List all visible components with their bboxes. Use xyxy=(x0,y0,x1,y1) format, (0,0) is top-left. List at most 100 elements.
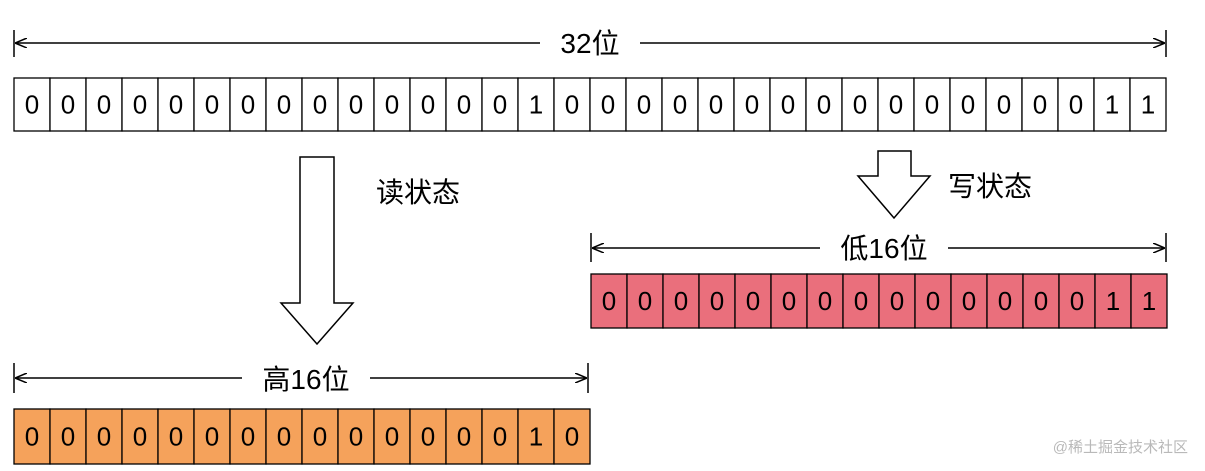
bit-cell: 0 xyxy=(301,77,339,132)
bit-cell: 0 xyxy=(445,408,483,465)
bit-cell: 0 xyxy=(373,77,411,132)
bit-value: 0 xyxy=(313,90,327,120)
bit-cell: 0 xyxy=(1057,77,1095,132)
bit-cell-box xyxy=(193,77,231,132)
bit-cell-box xyxy=(1130,273,1168,329)
watermark: @稀土掘金技术社区 xyxy=(1053,439,1188,456)
bit-cell: 0 xyxy=(590,273,628,329)
bit-value: 0 xyxy=(1069,90,1083,120)
bit-value: 0 xyxy=(421,90,435,120)
bit-cell: 0 xyxy=(373,408,411,465)
bit-cell: 0 xyxy=(337,77,375,132)
bit-cell: 0 xyxy=(1058,273,1096,329)
bit-cell-box xyxy=(770,273,808,329)
bit-cell-box xyxy=(85,408,123,465)
bit-cell: 1 xyxy=(1130,273,1168,329)
down-arrow-icon xyxy=(279,156,355,346)
bit-value: 1 xyxy=(1142,286,1156,316)
bit-value: 0 xyxy=(565,422,579,452)
bit-value: 0 xyxy=(746,286,760,316)
bit-cell: 0 xyxy=(661,77,699,132)
bit-cell: 0 xyxy=(769,77,807,132)
bit-value: 0 xyxy=(277,90,291,120)
bit-cell: 0 xyxy=(698,273,736,329)
bit-value: 0 xyxy=(926,286,940,316)
bit-value: 1 xyxy=(1141,90,1155,120)
bit-cell-box xyxy=(445,408,483,465)
bit-cell-box xyxy=(1057,77,1095,132)
bit-value: 0 xyxy=(349,422,363,452)
bit-cell-box xyxy=(734,273,772,329)
bit-cell: 0 xyxy=(878,273,916,329)
bit-cell: 0 xyxy=(445,77,483,132)
bit-cell: 0 xyxy=(986,273,1024,329)
bit-value: 0 xyxy=(745,90,759,120)
bit-cell-box xyxy=(337,408,375,465)
bit-cell-box xyxy=(409,77,447,132)
bit-cell: 0 xyxy=(121,408,159,465)
bit-cell: 0 xyxy=(662,273,700,329)
bit-cell: 0 xyxy=(193,77,231,132)
bit-value: 0 xyxy=(133,422,147,452)
bit-cell: 0 xyxy=(553,408,591,465)
bit-cell: 0 xyxy=(265,408,303,465)
bit-cell: 0 xyxy=(193,408,231,465)
bit-value: 0 xyxy=(854,286,868,316)
bit-value: 0 xyxy=(637,90,651,120)
bit-cell-box xyxy=(301,408,339,465)
bit-cell: 0 xyxy=(770,273,808,329)
bit-value: 0 xyxy=(25,422,39,452)
bit-cell: 0 xyxy=(734,273,772,329)
bit-value: 0 xyxy=(205,90,219,120)
bit-value: 0 xyxy=(241,422,255,452)
bit-cell-box xyxy=(877,77,915,132)
bit-value: 0 xyxy=(133,90,147,120)
bit-cell: 0 xyxy=(409,77,447,132)
bit-cell-box xyxy=(841,77,879,132)
bit-value: 0 xyxy=(998,286,1012,316)
full-span-label: 32位 xyxy=(560,28,619,59)
bit-cell: 1 xyxy=(1094,273,1132,329)
bit-value: 0 xyxy=(385,90,399,120)
bit-cell: 0 xyxy=(49,77,87,132)
bit-cell: 0 xyxy=(913,77,951,132)
bit-cell-box xyxy=(949,77,987,132)
bit-value: 0 xyxy=(709,90,723,120)
bit-cell: 0 xyxy=(842,273,880,329)
bit-cell: 0 xyxy=(301,408,339,465)
bit-value: 0 xyxy=(457,422,471,452)
bit-cell-box xyxy=(1022,273,1060,329)
bit-cell: 0 xyxy=(949,77,987,132)
bit-value: 0 xyxy=(782,286,796,316)
bit-cell-box xyxy=(193,408,231,465)
bit-cell-box xyxy=(842,273,880,329)
bit-value: 0 xyxy=(313,422,327,452)
bit-cell: 0 xyxy=(626,273,664,329)
bit-cell: 0 xyxy=(49,408,87,465)
bit-cell: 0 xyxy=(337,408,375,465)
bit-cell: 0 xyxy=(121,77,159,132)
bit-cell: 0 xyxy=(409,408,447,465)
bit-cell-box xyxy=(986,273,1024,329)
bit-cell: 1 xyxy=(1093,77,1131,132)
bit-cell: 0 xyxy=(13,408,51,465)
bit-value: 0 xyxy=(818,286,832,316)
bit-cell: 0 xyxy=(625,77,663,132)
bit-cell-box xyxy=(1058,273,1096,329)
bit-value: 0 xyxy=(1070,286,1084,316)
bit-value: 0 xyxy=(169,422,183,452)
bit-value: 1 xyxy=(529,422,543,452)
bit-cell: 0 xyxy=(229,408,267,465)
bit-cell: 0 xyxy=(157,408,195,465)
bit-value: 0 xyxy=(493,90,507,120)
bit-value: 0 xyxy=(241,90,255,120)
bit-cell: 1 xyxy=(1129,77,1167,132)
bit-cell: 0 xyxy=(1021,77,1059,132)
bit-cell-box xyxy=(49,77,87,132)
bit-cell-box xyxy=(13,77,51,132)
bit-cell: 0 xyxy=(85,77,123,132)
bit-value: 0 xyxy=(169,90,183,120)
bit-value: 0 xyxy=(962,286,976,316)
bit-cell: 0 xyxy=(589,77,627,132)
